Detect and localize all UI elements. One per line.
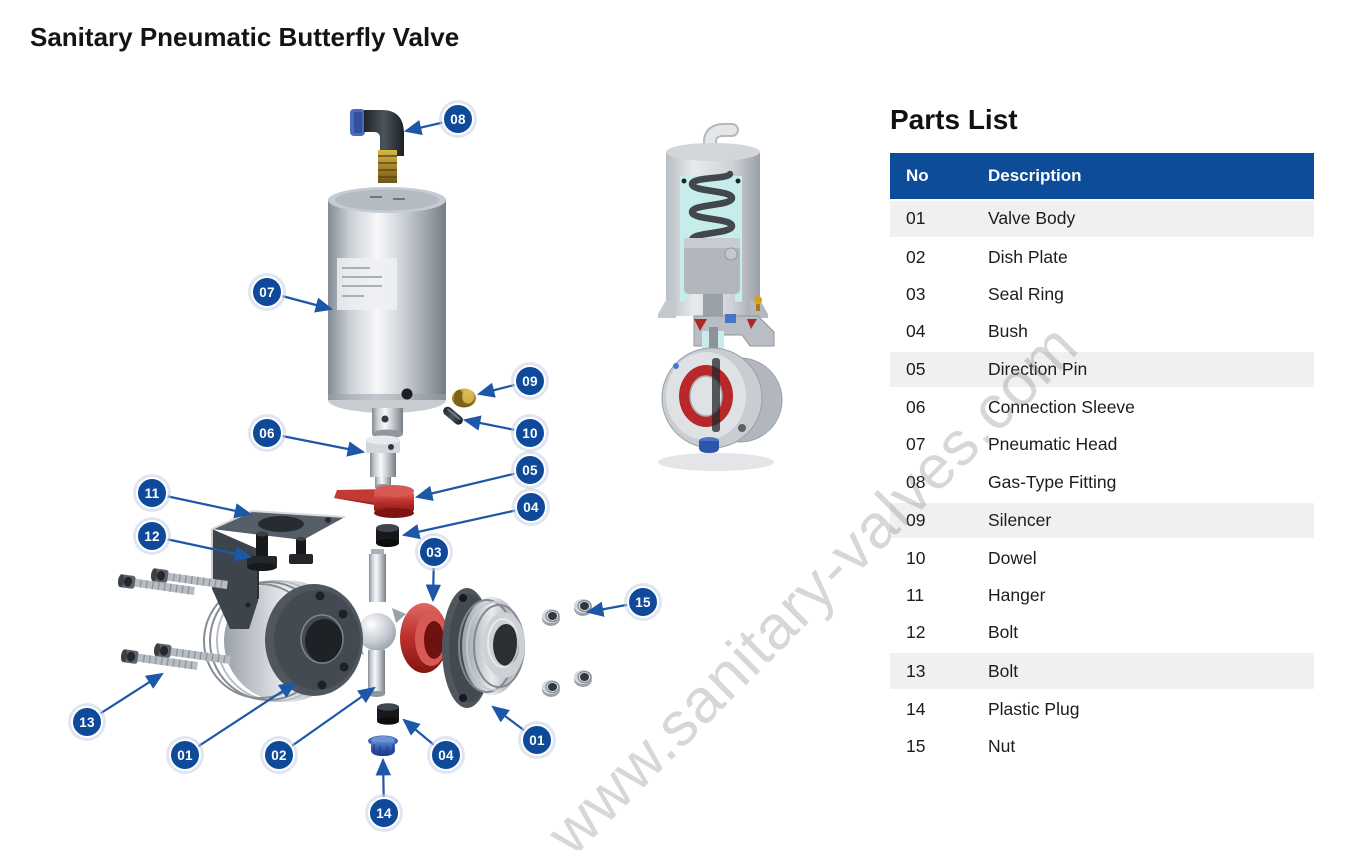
part-direction-pin bbox=[334, 485, 414, 518]
callout-04-top: 04 bbox=[515, 491, 547, 523]
part-silencer bbox=[452, 388, 476, 408]
callout-06: 06 bbox=[251, 417, 283, 449]
table-row: 12 Bolt bbox=[890, 615, 1314, 653]
part-description: Silencer bbox=[988, 500, 1314, 541]
callout-04-bottom: 04 bbox=[430, 739, 462, 771]
table-row: 14 Plastic Plug bbox=[890, 690, 1314, 728]
part-no: 10 bbox=[906, 548, 926, 569]
part-no: 04 bbox=[906, 320, 926, 341]
table-row: 02 Dish Plate bbox=[890, 238, 1314, 276]
table-row: 11 Hanger bbox=[890, 577, 1314, 615]
part-bolts bbox=[117, 568, 231, 670]
part-dish-plate bbox=[349, 549, 406, 697]
part-bush-lower bbox=[377, 703, 399, 725]
part-seal-ring bbox=[400, 603, 448, 673]
table-row: 04 Bush bbox=[890, 313, 1314, 351]
parts-list-title: Parts List bbox=[890, 104, 1018, 135]
part-valve-body-left bbox=[203, 580, 363, 702]
part-nuts bbox=[542, 599, 592, 697]
part-description: Plastic Plug bbox=[988, 698, 1080, 719]
part-no: 12 bbox=[906, 622, 926, 643]
assembled-section-view bbox=[658, 123, 783, 471]
callout-07: 07 bbox=[251, 276, 283, 308]
part-description: Nut bbox=[988, 735, 1016, 756]
callout-13: 13 bbox=[71, 706, 103, 738]
part-gas-type-fitting bbox=[350, 109, 404, 183]
part-bolt-studs bbox=[247, 531, 313, 571]
part-connection-sleeve bbox=[366, 435, 400, 490]
part-description: Bolt bbox=[988, 622, 1019, 643]
table-row: 07 Pneumatic Head bbox=[890, 426, 1314, 464]
part-no: 01 bbox=[890, 199, 988, 239]
table-row: 10 Dowel bbox=[890, 539, 1314, 577]
exploded-view bbox=[117, 109, 592, 756]
part-no: 05 bbox=[890, 349, 988, 390]
callout-12: 12 bbox=[136, 520, 168, 552]
part-plastic-plug bbox=[368, 735, 398, 756]
part-pneumatic-head bbox=[328, 187, 446, 439]
callout-10: 10 bbox=[514, 417, 546, 449]
part-description: Direction Pin bbox=[988, 349, 1314, 390]
callout-09: 09 bbox=[514, 365, 546, 397]
part-no: 06 bbox=[906, 397, 926, 418]
part-description: Dish Plate bbox=[988, 246, 1068, 267]
callout-03: 03 bbox=[418, 536, 450, 568]
part-description: Seal Ring bbox=[988, 283, 1064, 304]
parts-table-header-row: No Description bbox=[890, 153, 1314, 200]
part-no: 09 bbox=[890, 500, 988, 541]
table-row: 06 Connection Sleeve bbox=[890, 388, 1314, 426]
table-row: 08 Gas-Type Fitting bbox=[890, 464, 1314, 502]
part-description: Bolt bbox=[988, 651, 1314, 691]
part-no: 15 bbox=[906, 735, 926, 756]
column-header-no: No bbox=[890, 153, 988, 200]
callout-01-right: 01 bbox=[521, 724, 553, 756]
table-row: 15 Nut bbox=[890, 728, 1314, 766]
callout-08: 08 bbox=[442, 103, 474, 135]
part-no: 08 bbox=[906, 471, 926, 492]
part-description: Gas-Type Fitting bbox=[988, 471, 1117, 492]
part-no: 13 bbox=[890, 651, 988, 691]
part-description: Hanger bbox=[988, 585, 1046, 606]
table-row: 03 Seal Ring bbox=[890, 275, 1314, 313]
part-no: 14 bbox=[906, 698, 926, 719]
part-dowel bbox=[443, 406, 463, 425]
part-no: 07 bbox=[906, 434, 926, 455]
part-description: Dowel bbox=[988, 548, 1037, 569]
part-description: Bush bbox=[988, 320, 1028, 341]
callout-02: 02 bbox=[263, 739, 295, 771]
callout-01-left: 01 bbox=[169, 739, 201, 771]
part-description: Pneumatic Head bbox=[988, 434, 1118, 455]
part-description: Valve Body bbox=[988, 199, 1314, 239]
part-bush-upper bbox=[376, 524, 399, 547]
callout-11: 11 bbox=[136, 477, 168, 509]
part-valve-body-right bbox=[442, 588, 525, 708]
callout-05: 05 bbox=[514, 454, 546, 486]
callout-14: 14 bbox=[368, 797, 400, 829]
part-no: 02 bbox=[906, 246, 926, 267]
callout-15: 15 bbox=[627, 586, 659, 618]
part-no: 11 bbox=[906, 585, 925, 606]
part-description: Connection Sleeve bbox=[988, 397, 1135, 418]
part-no: 03 bbox=[906, 283, 926, 304]
page-title: Sanitary Pneumatic Butterfly Valve bbox=[30, 22, 460, 52]
column-header-description: Description bbox=[988, 153, 1314, 200]
